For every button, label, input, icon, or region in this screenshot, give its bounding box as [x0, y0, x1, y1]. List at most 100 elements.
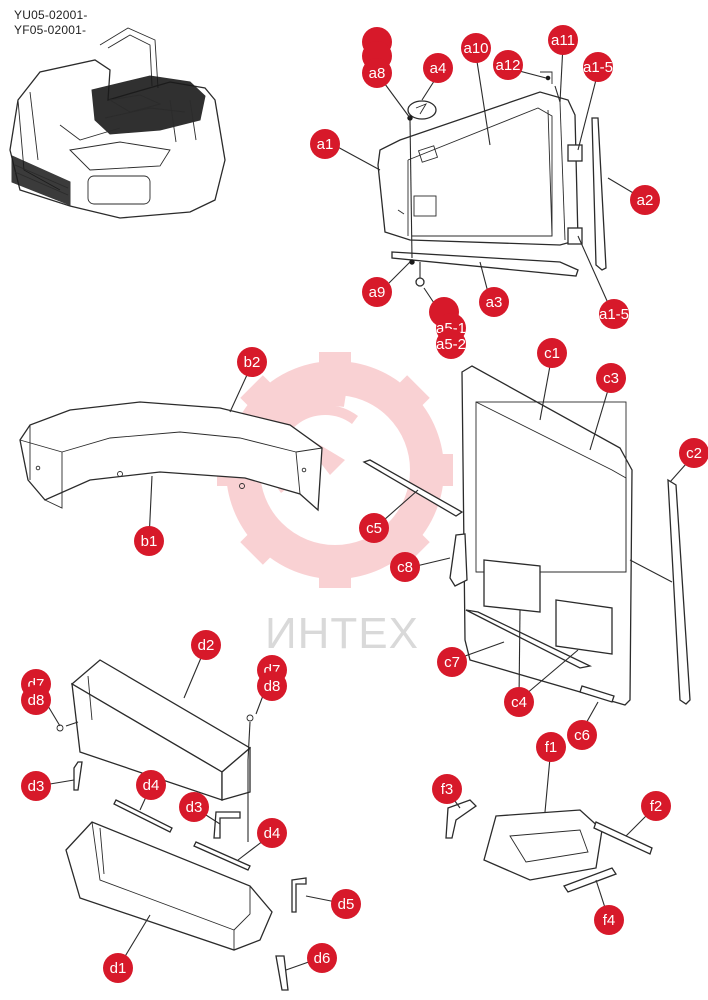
callout-circle — [599, 299, 629, 329]
cover-assembly-d — [56, 659, 307, 991]
callout-circle — [493, 50, 523, 80]
callout-circle — [307, 943, 337, 973]
callout-circle — [331, 889, 361, 919]
callout-circle — [362, 277, 392, 307]
callout-a1-5-top: a1-5 — [583, 52, 613, 82]
callout-circle — [432, 774, 462, 804]
callout-c3: c3 — [596, 363, 626, 393]
callout-label: b2 — [244, 354, 261, 371]
callout-d1: d1 — [103, 953, 133, 983]
callout-c5: c5 — [359, 513, 389, 543]
callout-label: d3 — [28, 778, 45, 795]
callout-c4: c4 — [504, 687, 534, 717]
callout-f1: f1 — [536, 732, 566, 762]
callout-a8: a8 — [362, 58, 392, 88]
callout-circle — [21, 685, 51, 715]
callout-circle — [191, 630, 221, 660]
callout-a10: a10 — [461, 33, 491, 63]
callout-circle — [479, 287, 509, 317]
callout-c6: c6 — [567, 720, 597, 750]
serial-number-2: YF05-02001- — [14, 23, 87, 37]
callout-label: c5 — [366, 520, 382, 537]
callout-circle — [310, 129, 340, 159]
callout-b1: b1 — [134, 526, 164, 556]
callout-a3: a3 — [479, 287, 509, 317]
floor-plate-f — [445, 799, 653, 893]
callout-a2: a2 — [630, 185, 660, 215]
callout-circle — [437, 647, 467, 677]
callout-label: a12 — [495, 57, 520, 74]
callout-circle — [423, 53, 453, 83]
excavator-overview — [9, 27, 226, 219]
callout-f3: f3 — [432, 774, 462, 804]
callout-label: c2 — [686, 445, 702, 462]
callout-label: b1 — [141, 533, 158, 550]
callout-label: c4 — [511, 694, 527, 711]
callout-label: c1 — [544, 345, 560, 362]
callout-label: d4 — [143, 777, 160, 794]
callout-f4: f4 — [594, 905, 624, 935]
callout-label: d1 — [110, 960, 127, 977]
callout-a1-5-bottom: a1-5 — [599, 299, 629, 329]
callout-d6: d6 — [307, 943, 337, 973]
callout-d4-right: d4 — [257, 818, 287, 848]
callout-circle — [583, 52, 613, 82]
callout-label: d6 — [314, 950, 331, 967]
callout-circle — [359, 513, 389, 543]
callout-label: a11 — [551, 32, 575, 49]
callout-d4-top: d4 — [136, 770, 166, 800]
callout-circle — [594, 905, 624, 935]
callout-label: d8 — [264, 678, 281, 695]
callout-circle — [548, 25, 578, 55]
callout-circle — [436, 329, 466, 359]
callout-d8-left: d8 — [21, 685, 51, 715]
callout-label: c3 — [603, 370, 619, 387]
callout-d8-right: d8 — [257, 671, 287, 701]
callout-circle — [237, 347, 267, 377]
callout-label: a1 — [317, 136, 334, 153]
callout-label: f2 — [650, 798, 663, 815]
callout-circle — [257, 671, 287, 701]
callout-label: a4 — [430, 60, 447, 77]
callout-d5: d5 — [331, 889, 361, 919]
callout-circle — [596, 363, 626, 393]
callout-circle — [136, 770, 166, 800]
callout-label: d4 — [264, 825, 281, 842]
callout-circle — [103, 953, 133, 983]
callout-label: f4 — [603, 912, 616, 929]
callout-label: a1-5 — [599, 306, 629, 323]
callout-label: d3 — [186, 799, 203, 816]
callout-label: a10 — [463, 40, 488, 57]
callout-label: a9 — [369, 284, 386, 301]
watermark-text: ИНТЕХ — [265, 609, 419, 658]
door-panel-assembly-a — [377, 71, 607, 287]
callout-label: a8 — [369, 65, 386, 82]
callout-circle — [536, 732, 566, 762]
callout-d3-mid: d3 — [179, 792, 209, 822]
callout-d3-left: d3 — [21, 771, 51, 801]
callout-circle — [134, 526, 164, 556]
callout-circle — [390, 552, 420, 582]
callout-b2: b2 — [237, 347, 267, 377]
callout-a11: a11 — [548, 25, 578, 55]
callout-circle — [679, 438, 708, 468]
callout-a5-2: a5-2 — [436, 329, 466, 359]
callout-label: a5-2 — [436, 336, 466, 353]
callout-circle — [362, 58, 392, 88]
callout-label: c8 — [397, 559, 413, 576]
callout-c2: c2 — [679, 438, 708, 468]
serial-number-1: YU05-02001- — [14, 8, 88, 22]
callout-circle — [630, 185, 660, 215]
callout-label: a2 — [637, 192, 654, 209]
callout-circle — [21, 771, 51, 801]
callout-a9: a9 — [362, 277, 392, 307]
callout-circle — [504, 687, 534, 717]
callout-circle — [567, 720, 597, 750]
callout-a4: a4 — [423, 53, 453, 83]
side-door-c — [362, 365, 691, 706]
callout-label: d8 — [28, 692, 45, 709]
callout-circle — [179, 792, 209, 822]
callout-label: a1-5 — [583, 59, 613, 76]
